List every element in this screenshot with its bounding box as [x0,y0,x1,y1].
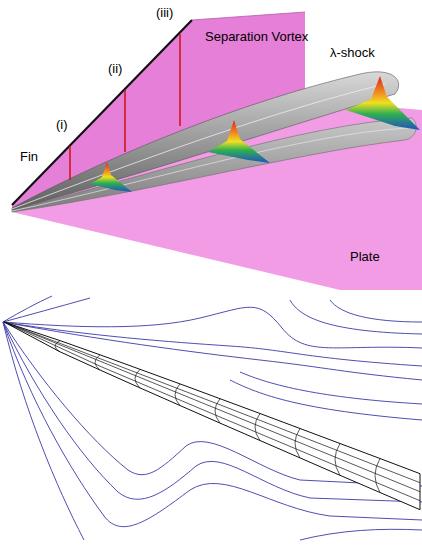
fin-label: Fin [20,150,38,165]
fin-edge [192,12,305,20]
station-line [124,90,126,152]
shock-label: λ-shock [330,46,375,61]
lambda-shock [346,76,420,130]
station-marker: (ii) [108,62,122,77]
station-marker: (iii) [156,6,173,21]
station-marker: (i) [56,118,68,133]
station-line [179,34,181,126]
contour-lines [3,296,422,540]
station-line [69,146,71,180]
vortex-surface [4,322,420,510]
lambda-shock [90,162,132,192]
lambda-shock [208,120,270,163]
separation-vortex [12,72,399,210]
vortex-label: Separation Vortex [205,30,308,45]
vortex-streak [12,128,408,211]
vortex-streamlines [4,322,420,501]
plate-label: Plate [350,250,380,265]
vortex-streak [12,84,385,209]
